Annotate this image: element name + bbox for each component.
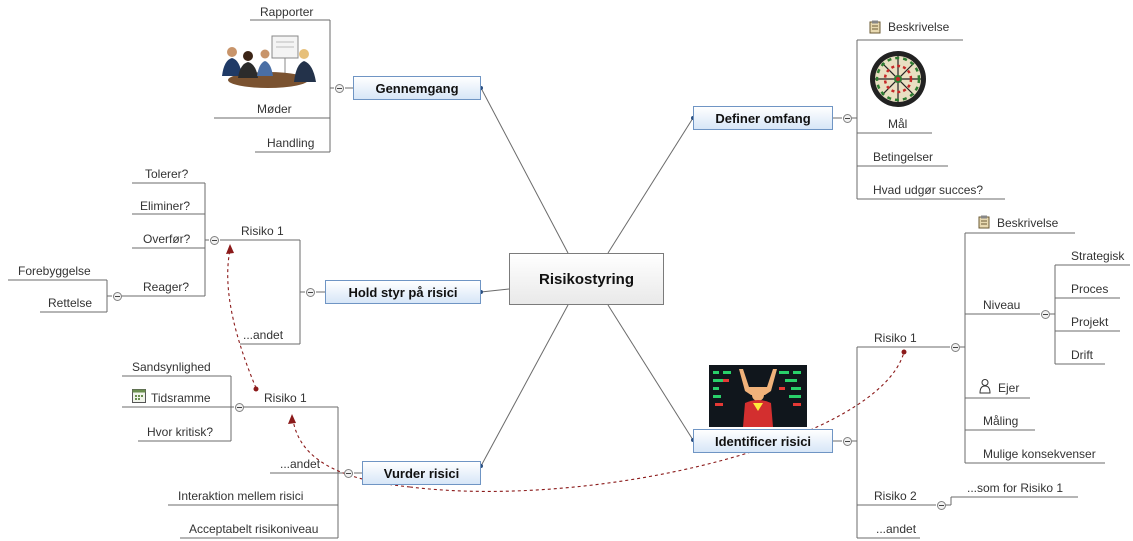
dartboard-clipart (870, 51, 926, 107)
subtopic-forebyggelse[interactable]: Forebyggelse (18, 264, 91, 278)
subtopic-rettelse[interactable]: Rettelse (48, 296, 93, 310)
topic-gennemgang[interactable]: Gennemgang (353, 76, 481, 100)
meeting-clipart (222, 35, 316, 88)
subtopic-interaktion[interactable]: Interaktion mellem risici (178, 489, 304, 503)
subtopic-maal[interactable]: Mål (888, 117, 908, 131)
subtopic-reager[interactable]: Reager? (143, 280, 190, 294)
collapse-icon[interactable] (843, 114, 852, 123)
subtopic-drift[interactable]: Drift (1071, 348, 1093, 362)
subtopic-konsekvenser[interactable]: Mulige konsekvenser (983, 447, 1096, 461)
subtopic-strategisk[interactable]: Strategisk (1071, 249, 1125, 263)
subtopic-andet[interactable]: ...andet (876, 522, 917, 536)
subtopic-maaling[interactable]: Måling (983, 414, 1019, 428)
subtopic-tolerer[interactable]: Tolerer? (145, 167, 189, 181)
topic-vurder-risici[interactable]: Vurder risici (362, 461, 481, 485)
subtopic-proces[interactable]: Proces (1071, 282, 1109, 296)
topic-definer-omfang[interactable]: Definer omfang (693, 106, 833, 130)
collapse-icon[interactable] (210, 236, 219, 245)
calendar-icon (132, 389, 146, 403)
topic-identificer-risici[interactable]: Identificer risici (693, 429, 833, 453)
collapse-icon[interactable] (937, 501, 946, 510)
collapse-icon[interactable] (113, 292, 122, 301)
subtopic-tidsramme[interactable]: Tidsramme (151, 391, 211, 405)
central-topic[interactable]: Risikostyring (509, 253, 664, 305)
subtopic-succes[interactable]: Hvad udgør succes? (873, 183, 984, 197)
subtopic-projekt[interactable]: Projekt (1071, 315, 1109, 329)
person-icon (979, 379, 991, 394)
collapse-icon[interactable] (344, 469, 353, 478)
subtopic-overfor[interactable]: Overfør? (143, 232, 191, 246)
subtopic-risiko-1[interactable]: Risiko 1 (264, 391, 307, 405)
collapse-icon[interactable] (843, 437, 852, 446)
subtopic-sandsynlighed[interactable]: Sandsynlighed (132, 360, 211, 374)
clipboard-icon (978, 215, 990, 229)
collapse-icon[interactable] (951, 343, 960, 352)
subtopic-risiko-2[interactable]: Risiko 2 (874, 489, 917, 503)
subtopic-andet[interactable]: ...andet (280, 457, 321, 471)
subtopic-beskrivelse[interactable]: Beskrivelse (888, 20, 950, 34)
subtopic-rapporter[interactable]: Rapporter (260, 5, 314, 19)
topic-hold-styr[interactable]: Hold styr på risici (325, 280, 481, 304)
collapse-icon[interactable] (1041, 310, 1050, 319)
subtopic-ejer[interactable]: Ejer (998, 381, 1020, 395)
subtopic-andet[interactable]: ...andet (243, 328, 284, 342)
subtopic-moder[interactable]: Møder (257, 102, 292, 116)
subtopic-beskrivelse[interactable]: Beskrivelse (997, 216, 1059, 230)
cheering-person-clipart (709, 365, 807, 427)
subtopic-betingelser[interactable]: Betingelser (873, 150, 934, 164)
subtopic-kritisk[interactable]: Hvor kritisk? (147, 425, 214, 439)
subtopic-som-for-risiko-1[interactable]: ...som for Risiko 1 (967, 481, 1064, 495)
subtopic-risiko-1[interactable]: Risiko 1 (874, 331, 917, 345)
collapse-icon[interactable] (235, 403, 244, 412)
subtopic-niveau[interactable]: Niveau (983, 298, 1021, 312)
subtopic-risiko-1[interactable]: Risiko 1 (241, 224, 284, 238)
subtopic-handling[interactable]: Handling (267, 136, 315, 150)
subtopic-eliminer[interactable]: Eliminer? (140, 199, 191, 213)
collapse-icon[interactable] (306, 288, 315, 297)
subtopic-acceptabelt[interactable]: Acceptabelt risikoniveau (189, 522, 319, 536)
collapse-icon[interactable] (335, 84, 344, 93)
clipboard-icon (869, 20, 881, 34)
